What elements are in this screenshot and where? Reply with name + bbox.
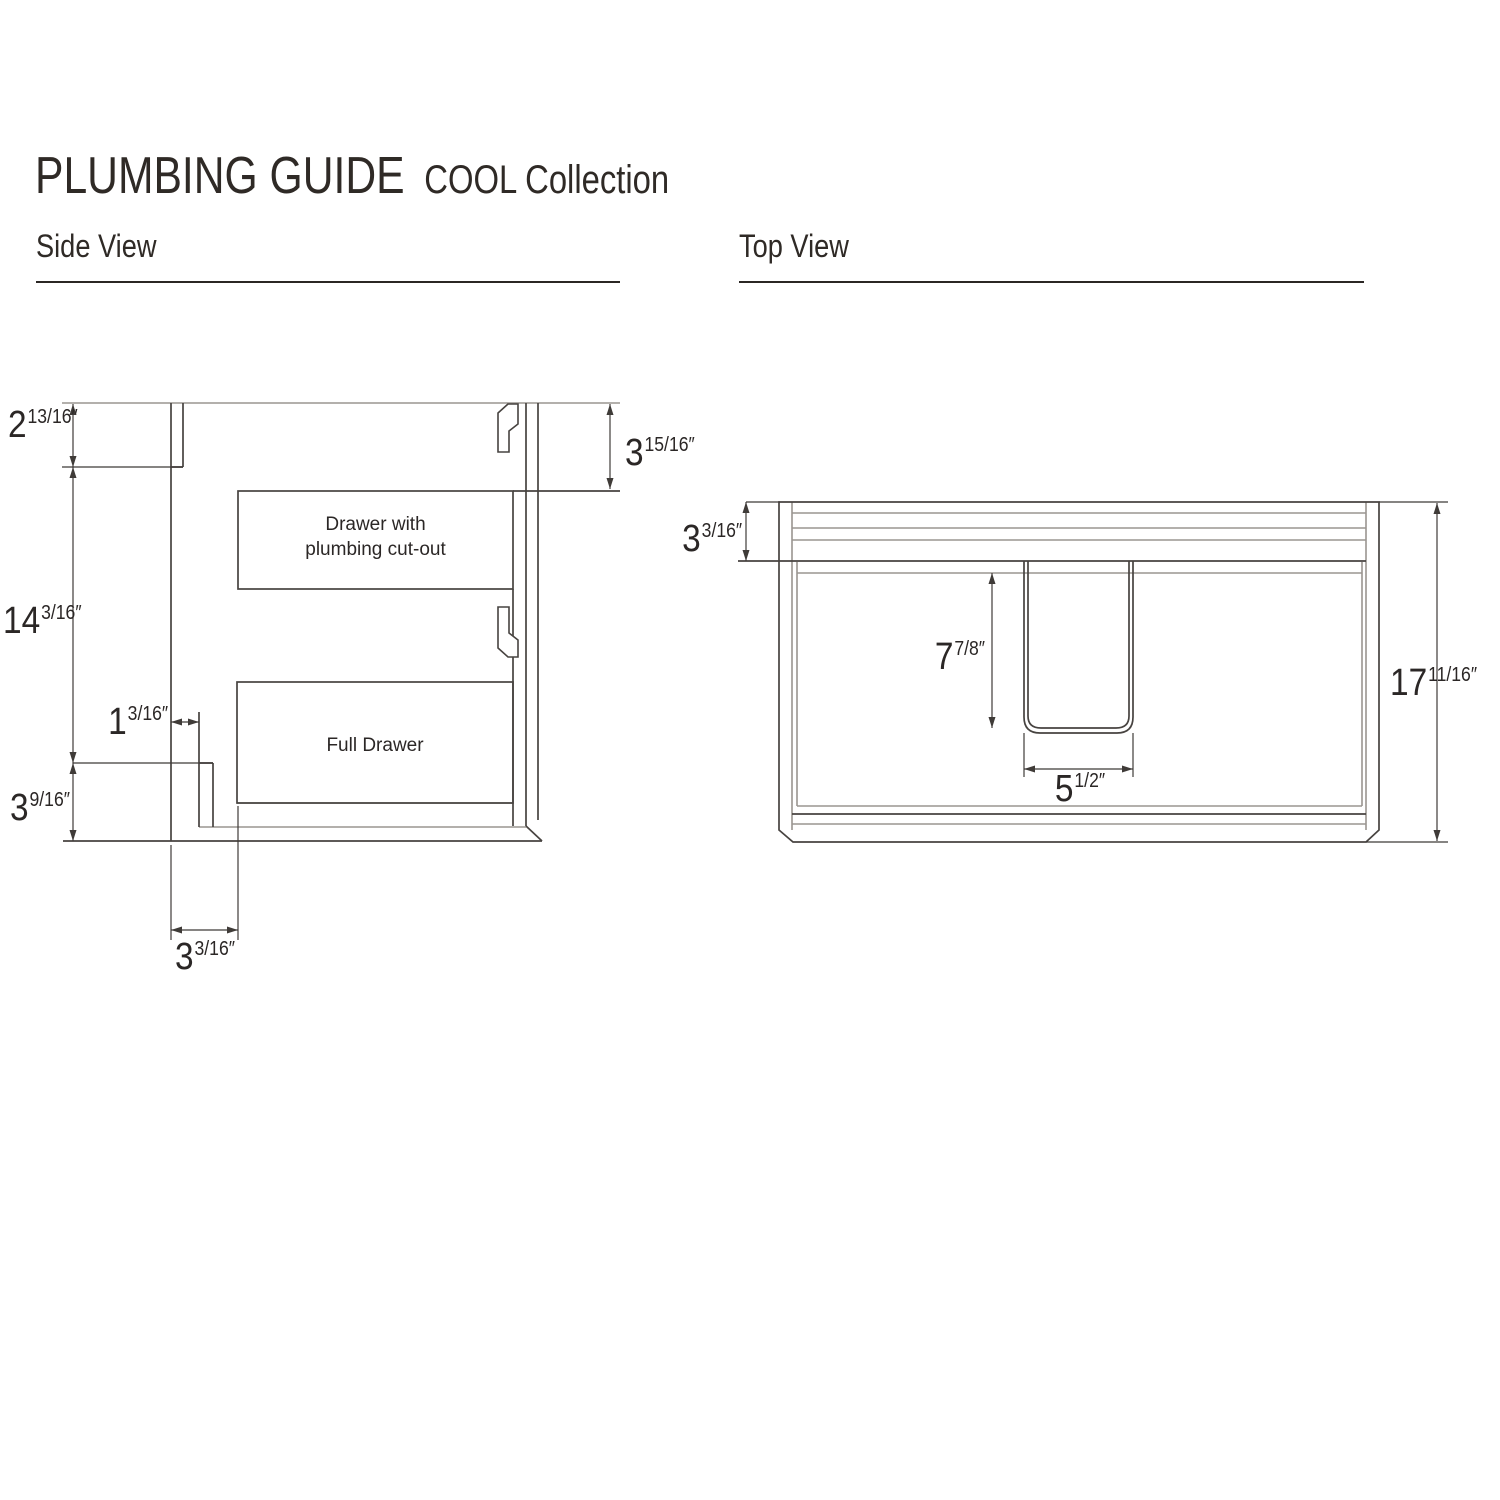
wall-cleat-top [171, 403, 184, 468]
dim-label-cutout-depth: 77/8″ [935, 638, 985, 676]
dim-frac: 15/16″ [644, 434, 695, 456]
sink-cutout-outer [1023, 561, 1134, 734]
full-drawer-label: Full Drawer [326, 735, 424, 756]
page-title: PLUMBING GUIDE [35, 147, 405, 205]
dim-frac: 13/16″ [27, 406, 78, 428]
top-view-gray-lines [791, 502, 1367, 830]
sink-cutout-inner [1027, 561, 1130, 729]
dim-whole: 3 [682, 518, 701, 560]
top-view-arrowheads [742, 502, 1441, 841]
drawer-cutout-label-line2: plumbing cut-out [305, 539, 446, 560]
bottom-front-chamfer [525, 825, 543, 842]
dim-whole: 2 [8, 404, 27, 446]
lower-slide-bracket [497, 606, 519, 658]
interior-opening [796, 562, 1363, 807]
dim-label-top-drawer-offset: 315/16″ [625, 434, 695, 472]
dim-whole: 7 [934, 636, 954, 678]
dim-frac: 7/8″ [954, 638, 985, 660]
dim-label-top-overhang: 213/16″ [8, 406, 78, 444]
drawer-cutout-label: Drawer with plumbing cut-out [238, 512, 513, 562]
dim-frac: 3/16″ [127, 703, 168, 725]
dim-frac: 3/16″ [194, 938, 235, 960]
dim-label-back-gap: 13/16″ [108, 703, 168, 741]
drawer-cutout-label-line1: Drawer with [325, 514, 426, 535]
dim-label-back-rail-depth: 33/16″ [682, 520, 742, 558]
drawer-slide-brackets [497, 403, 519, 658]
dim-label-body-height: 143/16″ [3, 602, 82, 640]
side-view-label: Side View [36, 228, 157, 264]
dim-whole: 3 [175, 936, 194, 978]
top-view-drawing [738, 501, 1448, 843]
top-view-label: Top View [739, 228, 849, 264]
dim-whole: 3 [625, 432, 644, 474]
top-view-dimension-lines [745, 501, 1448, 843]
dim-whole: 14 [3, 600, 41, 642]
upper-slide-bracket [497, 403, 519, 453]
side-view-structure [63, 403, 620, 842]
dim-frac: 9/16″ [29, 789, 70, 811]
dim-whole: 3 [10, 787, 29, 829]
dim-frac: 1/2″ [1074, 770, 1106, 792]
dim-whole: 5 [1054, 768, 1074, 810]
page-title-row: PLUMBING GUIDE COOL Collection [35, 146, 669, 206]
side-view-drawing [62, 402, 620, 940]
bottom-cleat [198, 712, 214, 827]
side-view-underline [36, 281, 620, 283]
dim-label-cutout-width: 51/2″ [1043, 770, 1117, 808]
dim-label-cabinet-depth: 1711/16″ [1390, 664, 1477, 702]
side-view-arrowheads [69, 404, 614, 934]
dim-frac: 11/16″ [1428, 664, 1478, 686]
top-view-underline [739, 281, 1364, 283]
dim-whole: 1 [108, 701, 127, 743]
dim-frac: 3/16″ [41, 602, 82, 624]
collection-subtitle: COOL Collection [424, 158, 670, 202]
dim-frac: 3/16″ [701, 520, 742, 542]
dim-whole: 17 [1390, 662, 1428, 704]
drawer-with-cutout-box [237, 490, 514, 590]
dim-label-bottom-clearance: 39/16″ [10, 789, 70, 827]
dim-label-back-offset: 33/16″ [167, 938, 243, 976]
side-view-dimension-lines [62, 404, 611, 940]
